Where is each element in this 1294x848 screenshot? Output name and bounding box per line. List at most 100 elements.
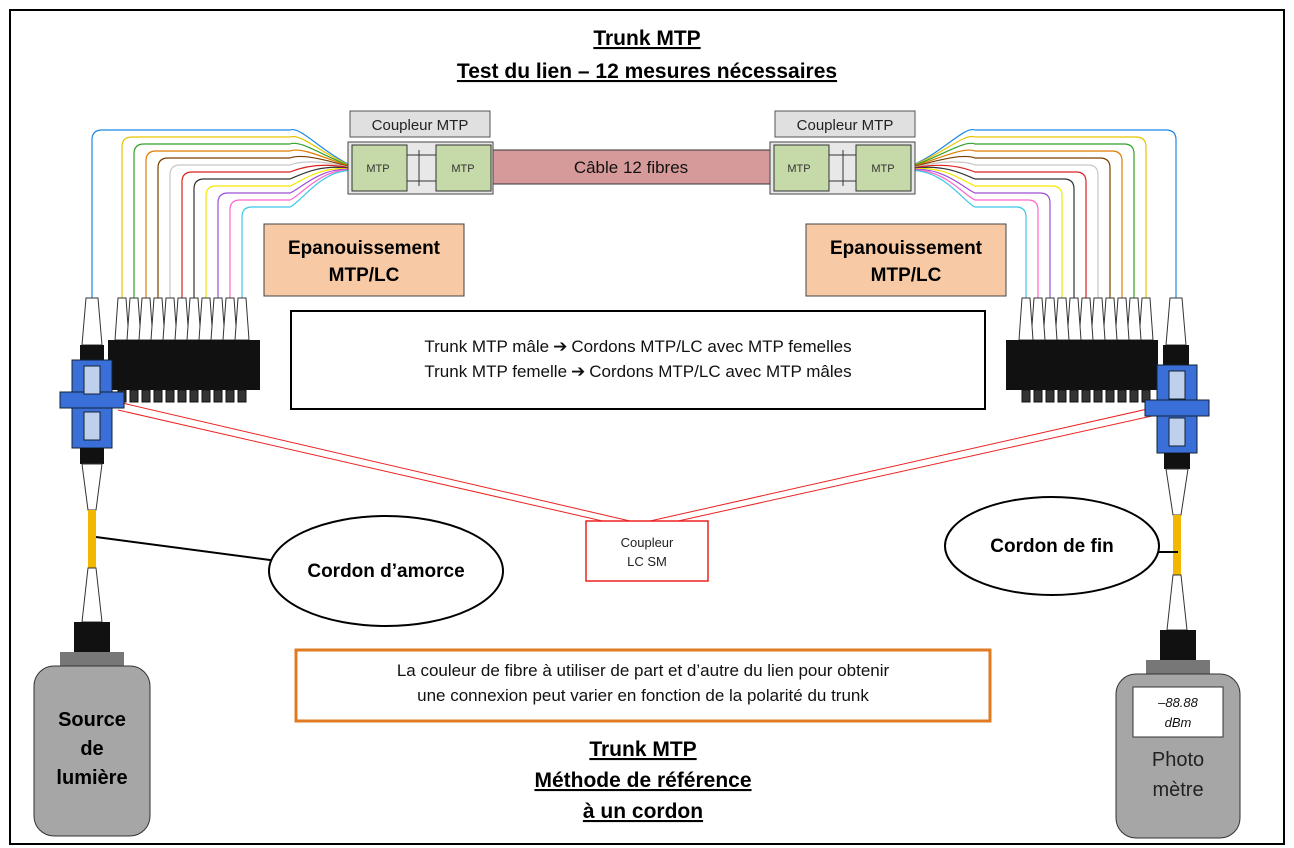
launch-cord-assembly — [59, 297, 125, 652]
rule-box — [290, 310, 986, 410]
note-box — [294, 648, 992, 723]
launch-cord-callout — [95, 536, 286, 563]
lc-right-tip-10 — [1033, 389, 1043, 403]
lc-right-body — [1006, 340, 1158, 390]
launch-cord-label: Cordon d’amorce — [307, 561, 464, 582]
fanout-left-line1: Epanouissement — [288, 238, 441, 259]
lc-right-boot-10 — [1030, 297, 1046, 341]
fiber-right-5 — [914, 155, 1111, 298]
power-meter: –88.88 dBm Photo mètre — [1115, 660, 1241, 839]
mtp-label-left-a: MTP — [366, 163, 389, 175]
lc-right-boot-7 — [1066, 297, 1082, 341]
meter-reading: –88.88 — [1157, 695, 1199, 710]
fiber-right-10 — [914, 168, 1051, 298]
lc-right-boot-3 — [1114, 297, 1130, 341]
meter-display — [1132, 686, 1224, 738]
note-line1: La couleur de fibre à utiliser de part e… — [397, 661, 890, 680]
lc-left-boot-10 — [222, 297, 238, 341]
fanout-right-line2: MTP/LC — [871, 265, 942, 286]
lc-left-tip-11 — [237, 389, 247, 403]
fiber-right-1 — [914, 129, 1177, 298]
fanout-right-line1: Epanouissement — [830, 238, 983, 259]
lc-left-tip-10 — [225, 389, 235, 403]
fiber-left-4 — [145, 149, 349, 298]
lc-left-body — [108, 340, 260, 390]
fiber-right-12 — [914, 170, 1027, 298]
lc-right-tip-8 — [1057, 389, 1067, 403]
fiber-left-7 — [181, 164, 349, 298]
lc-right-boot-5 — [1090, 297, 1106, 341]
footer-line1: Trunk MTP — [589, 738, 696, 761]
lc-connector-bank-left — [108, 297, 260, 403]
coupler-label-right: Coupleur MTP — [797, 117, 894, 134]
lc-left-tip-9 — [213, 389, 223, 403]
tail-cord-ellipse — [944, 496, 1160, 596]
lc-coupler-line2: LC SM — [627, 554, 667, 569]
lc-left-tip-4 — [153, 389, 163, 403]
lc-right-tip-6 — [1081, 389, 1091, 403]
rule-line2: Trunk MTP femelle➔Cordons MTP/LC avec MT… — [424, 362, 851, 382]
lc-right-boot-4 — [1102, 297, 1118, 341]
lc-right-boot-1 — [1138, 297, 1154, 341]
footer-line3: à un cordon — [583, 800, 703, 823]
lc-left-tip-6 — [177, 389, 187, 403]
rule-line2-a: Trunk MTP femelle — [424, 362, 567, 381]
fiber-left-3 — [133, 142, 349, 298]
note-line2: une connexion peut varier en fonction de… — [417, 686, 869, 705]
rule-line1-b: Cordons MTP/LC avec MTP femelles — [571, 337, 851, 356]
rule-arrow-2: ➔ — [571, 362, 585, 382]
source-line1: Source — [58, 709, 126, 731]
rule-arrow-1: ➔ — [553, 337, 567, 357]
fanout-box-left — [263, 223, 465, 297]
fiber-left-9 — [205, 167, 349, 298]
lc-right-tip-5 — [1093, 389, 1103, 403]
lc-left-tip-2 — [129, 389, 139, 403]
mtp-label-right-b: MTP — [871, 163, 894, 175]
lc-left-boot-7 — [186, 297, 202, 341]
fiber-right-4 — [914, 149, 1123, 298]
source-line2: de — [80, 738, 103, 760]
lc-left-tip-3 — [141, 389, 151, 403]
fiber-right-7 — [914, 164, 1087, 298]
lc-left-boot-4 — [150, 297, 166, 341]
meter-line1: Photo — [1152, 749, 1204, 771]
launch-cord-ellipse — [268, 515, 504, 627]
footer-line2: Méthode de référence — [534, 769, 751, 792]
light-source: Source de lumière — [33, 652, 151, 837]
tail-cord-fiber — [1173, 515, 1181, 575]
tail-cord-label: Cordon de fin — [990, 536, 1113, 557]
mtp-label-left-b: MTP — [451, 163, 474, 175]
fiber-right-3 — [914, 142, 1135, 298]
lc-coupler-line1: Coupleur — [621, 535, 674, 550]
lc-left-boot-2 — [126, 297, 142, 341]
rule-line1-a: Trunk MTP mâle — [424, 337, 549, 356]
fiber-left-6 — [169, 161, 349, 298]
fiber-left-12 — [241, 170, 349, 298]
tail-cord-assembly — [1144, 297, 1210, 660]
lc-right-boot-11 — [1018, 297, 1034, 341]
lc-right-tip-9 — [1045, 389, 1055, 403]
lc-right-boot-9 — [1042, 297, 1058, 341]
lc-left-boot-5 — [162, 297, 178, 341]
lc-left-boot-11 — [234, 297, 250, 341]
lc-left-tip-8 — [201, 389, 211, 403]
lc-connector-bank-right — [1006, 297, 1158, 403]
fiber-left-1 — [91, 129, 349, 298]
fiber-right-2 — [914, 135, 1147, 298]
lc-left-boot-3 — [138, 297, 154, 341]
fiber-left-11 — [229, 169, 349, 298]
lc-right-boot-6 — [1078, 297, 1094, 341]
title-line1: Trunk MTP — [593, 27, 700, 50]
lc-left-tip-7 — [189, 389, 199, 403]
lc-left-boot-8 — [198, 297, 214, 341]
fiber-left-8 — [193, 166, 349, 298]
lc-left-tip-5 — [165, 389, 175, 403]
fanout-box-right — [805, 223, 1007, 297]
lc-left-boot-9 — [210, 297, 226, 341]
launch-cord-fiber — [88, 510, 96, 568]
mtp-coupler-right: MTP MTP — [769, 141, 916, 195]
lc-right-tip-7 — [1069, 389, 1079, 403]
lc-right-tip-2 — [1129, 389, 1139, 403]
fiber-right-8 — [914, 166, 1075, 298]
fiber-left-5 — [157, 155, 349, 298]
